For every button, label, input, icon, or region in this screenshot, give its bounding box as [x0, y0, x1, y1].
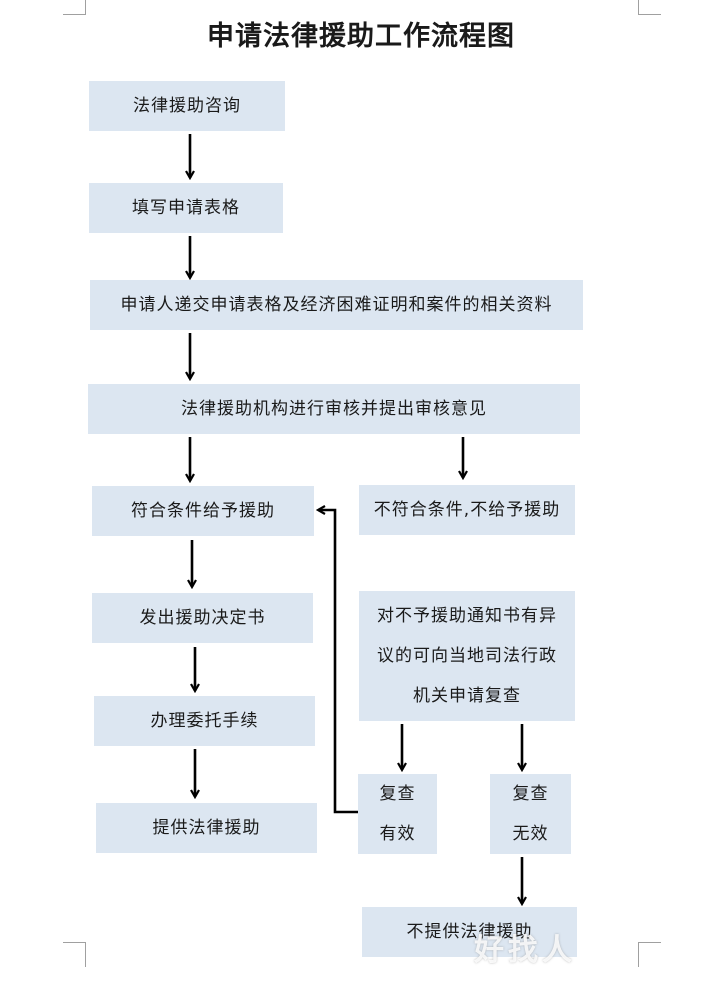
arrow-valid-to-eligible — [318, 510, 358, 814]
box-objection-line-1: 对不予援助通知书有异 — [377, 606, 557, 626]
box-entrust: 办理委托手续 — [94, 696, 315, 746]
box-submit: 申请人递交申请表格及经济困难证明和案件的相关资料 — [90, 280, 583, 330]
box-review: 法律援助机构进行审核并提出审核意见 — [88, 384, 580, 434]
box-provide: 提供法律援助 — [96, 803, 317, 853]
box-recheck-invalid-line-1: 复查 — [512, 784, 549, 804]
box-objection: 对不予援助通知书有异 议的可向当地司法行政 机关申请复查 — [359, 591, 575, 721]
box-decision: 发出援助决定书 — [92, 593, 313, 643]
box-objection-line-2: 议的可向当地司法行政 — [377, 646, 557, 666]
box-no-aid: 不提供法律援助 — [362, 907, 577, 957]
watermark: 好找人 — [474, 933, 576, 968]
crop-mark-top-left — [63, 0, 86, 15]
box-fill-form: 填写申请表格 — [89, 183, 283, 233]
crop-mark-bottom-left — [63, 942, 86, 967]
box-entrust-label: 办理委托手续 — [150, 711, 259, 731]
box-recheck-invalid-line-2: 无效 — [512, 824, 549, 844]
box-recheck-valid: 复查 有效 — [358, 774, 437, 854]
crop-mark-top-right — [638, 0, 661, 15]
box-provide-label: 提供法律援助 — [152, 818, 261, 838]
box-eligible-label: 符合条件给予援助 — [131, 501, 275, 521]
box-ineligible: 不符合条件,不给予援助 — [359, 485, 575, 535]
crop-mark-bottom-right — [638, 942, 661, 967]
box-recheck-valid-line-2: 有效 — [379, 824, 416, 844]
box-no-aid-label: 不提供法律援助 — [406, 922, 533, 942]
box-decision-label: 发出援助决定书 — [139, 608, 266, 628]
page-title: 申请法律援助工作流程图 — [207, 21, 515, 52]
box-eligible: 符合条件给予援助 — [92, 486, 314, 536]
box-fill-form-label: 填写申请表格 — [132, 198, 240, 218]
box-submit-label: 申请人递交申请表格及经济困难证明和案件的相关资料 — [120, 295, 553, 315]
box-objection-line-3: 机关申请复查 — [413, 686, 521, 706]
box-recheck-valid-line-1: 复查 — [379, 784, 416, 804]
box-consult-label: 法律援助咨询 — [133, 96, 241, 116]
box-ineligible-label: 不符合条件,不给予援助 — [373, 500, 561, 520]
box-review-label: 法律援助机构进行审核并提出审核意见 — [181, 399, 487, 419]
box-consult: 法律援助咨询 — [89, 81, 285, 131]
box-recheck-invalid: 复查 无效 — [490, 774, 571, 854]
